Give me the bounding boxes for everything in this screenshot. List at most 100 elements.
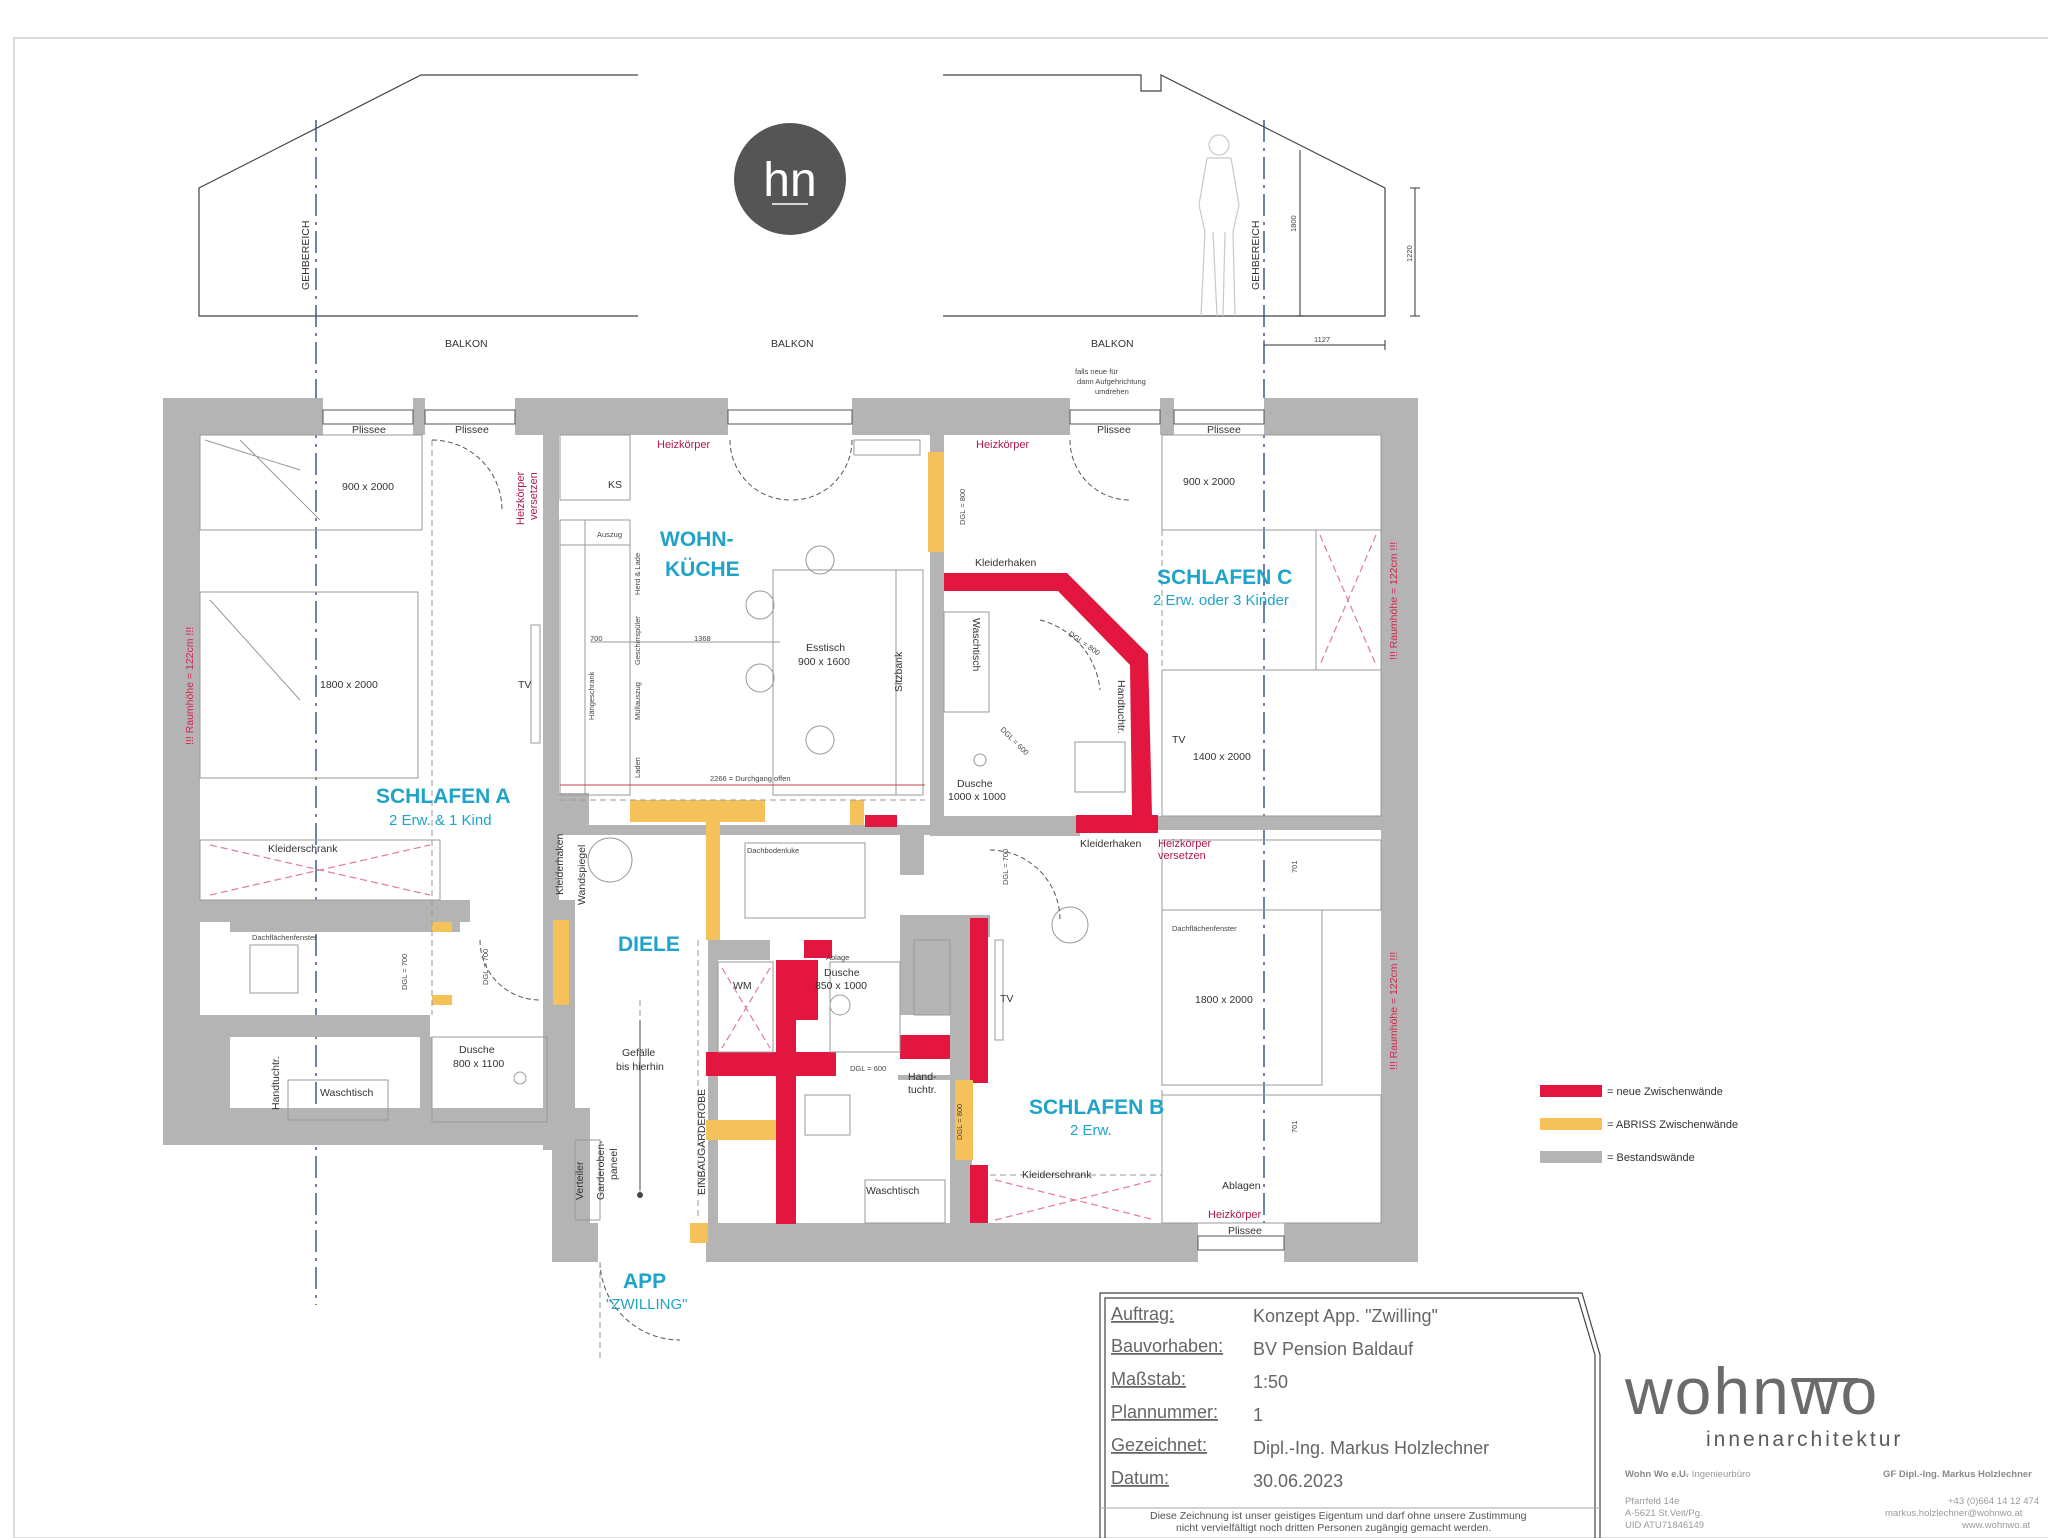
plissee-label-4: Plissee: [1207, 424, 1241, 436]
note-aufgehrichtung-3: umdrehen: [1095, 387, 1129, 396]
dgl-600-b: DGL = 600: [850, 1064, 886, 1073]
heizkoerper-versetzen-b-2: versetzen: [1158, 850, 1206, 862]
legend-label-new: = neue Zwischenwände: [1607, 1086, 1723, 1098]
plissee-label-1: Plissee: [352, 424, 386, 436]
kleiderhaken-label-b: Kleiderhaken: [1080, 838, 1141, 850]
raumhoehe-note-a: !!! Raumhöhe = 122cm !!!: [184, 627, 196, 745]
gezeichnet-value: Dipl.-Ing. Markus Holzlechner: [1253, 1438, 1489, 1458]
raumhoehe-note-c: !!! Raumhöhe = 122cm !!!: [1388, 542, 1400, 660]
room-sub-schlafen-b: 2 Erw.: [1070, 1122, 1112, 1139]
dgl-800-b: DGL = 800: [955, 1104, 964, 1140]
company-address-1: Pfarrfeld 14e: [1625, 1496, 1679, 1507]
dusche-size-a: 800 x 1100: [453, 1058, 504, 1070]
section-dimension-lines: [1263, 150, 1420, 350]
dachflaechenfenster-label-b: Dachflächenfenster: [1172, 924, 1237, 933]
handtuchtr-label-a: Handtuchtr.: [270, 1056, 282, 1110]
auszug-label: Auszug: [597, 530, 622, 539]
heizkoerper-versetzen-a-2: versetzen: [528, 472, 540, 520]
garderoben-label-1: Garderoben-: [595, 1140, 607, 1200]
dusche-size-c: 1000 x 1000: [948, 791, 1006, 803]
plissee-label-2: Plissee: [455, 424, 489, 436]
esstisch-label: Esstisch: [806, 642, 845, 654]
room-title-schlafen-a: SCHLAFEN A: [376, 785, 511, 808]
company-name: Wohn Wo e.U.: [1625, 1469, 1689, 1480]
tv-label-b: TV: [1000, 993, 1013, 1005]
roof-section: 1800 1220 1127 GEHBEREICH GEHBEREICH BAL…: [198, 74, 1420, 396]
bed-size-900-c: 900 x 2000: [1183, 476, 1235, 488]
room-sub-schlafen-a: 2 Erw. & 1 Kind: [389, 812, 492, 829]
plan-labels: Plissee Plissee Plissee Plissee Plissee …: [184, 424, 1400, 1313]
heizkoerper-label-3: Heizkörper: [1208, 1209, 1262, 1221]
dusche-label-a: Dusche: [459, 1044, 495, 1056]
legend-swatch-bestand: [1540, 1151, 1602, 1163]
waschtisch-label-b: Waschtisch: [866, 1185, 919, 1197]
gezeichnet-label: Gezeichnet:: [1111, 1435, 1207, 1455]
dgl-800-c1: DGL = 800: [958, 489, 967, 525]
company-email: markus.holzlechner@wohnwo.at: [1885, 1508, 2023, 1519]
room-sub-schlafen-c: 2 Erw. oder 3 Kinder: [1153, 592, 1289, 609]
massstab-label: Maßstab:: [1111, 1369, 1186, 1389]
title-block: Auftrag: Konzept App. "Zwilling" Bauvorh…: [1099, 1292, 1601, 1538]
legend-swatch-new: [1540, 1085, 1602, 1097]
bed-size-1800-b: 1800 x 2000: [1195, 994, 1253, 1006]
hn-logo: hn: [734, 123, 846, 235]
company-logo-word: wohnwo: [1624, 1354, 1879, 1428]
room-sub-app: "ZWILLING": [606, 1296, 688, 1313]
handtuchtr-label-c: Handtuchtr.: [1115, 680, 1127, 734]
dim-701-1: 701: [1290, 860, 1299, 873]
kleiderhaken-label-c: Kleiderhaken: [975, 557, 1036, 569]
tv-label-c: TV: [1172, 734, 1185, 746]
note-aufgehrichtung-2: dann Aufgehrichtung: [1077, 377, 1146, 386]
furniture: [199, 434, 1382, 1360]
company-type: - Ingenieurbüro: [1686, 1469, 1750, 1480]
dim-1127: 1127: [1314, 335, 1330, 344]
legend: = neue Zwischenwände = ABRISS Zwischenwä…: [1540, 1085, 1738, 1164]
waschtisch-label-a: Waschtisch: [320, 1087, 373, 1099]
company-logo: wohnwo innenarchitektur: [1624, 1354, 1903, 1451]
dim-700: 700: [590, 634, 603, 643]
legend-swatch-abriss: [1540, 1118, 1602, 1130]
dgl-800-c2: DGL = 800: [1067, 629, 1102, 657]
bed-size-900-a: 900 x 2000: [342, 481, 394, 493]
room-title-schlafen-c: SCHLAFEN C: [1157, 566, 1292, 589]
company-details: Wohn Wo e.U. - Ingenieurbüro GF Dipl.-In…: [1625, 1469, 2039, 1531]
gehbereich-left: GEHBEREICH: [300, 221, 312, 290]
person-silhouette-icon: [1198, 134, 1240, 317]
gefaelle-label-1: Gefälle: [622, 1047, 655, 1059]
kleiderschrank-label-a: Kleiderschrank: [268, 843, 338, 855]
dusche-label-b: Dusche: [824, 967, 860, 979]
company-address-2: A-5621 St.Veit/Pg.: [1625, 1508, 1703, 1519]
company-logo-sub: innenarchitektur: [1706, 1428, 1903, 1451]
room-title-app: APP: [623, 1270, 666, 1293]
room-title-schlafen-b: SCHLAFEN B: [1029, 1096, 1164, 1119]
tuchtr-label: tuchtr.: [908, 1084, 937, 1096]
ablagen-label: Ablagen: [1222, 1180, 1261, 1192]
bauvorhaben-value: BV Pension Baldauf: [1253, 1339, 1414, 1359]
balkon-label-3: BALKON: [1091, 338, 1134, 350]
bed-size-1800-a: 1800 x 2000: [320, 679, 378, 691]
heizkoerper-versetzen-a-1: Heizkörper: [515, 471, 527, 525]
heizkoerper-versetzen-b-1: Heizkörper: [1158, 838, 1212, 850]
company-web: www.wohnwo.at: [1961, 1520, 2030, 1531]
sheet-frame: [13, 37, 2048, 1538]
haengeschrank-label: Hängeschrank: [587, 671, 596, 720]
waschtisch-label-c: Waschtisch: [970, 618, 982, 671]
demolition-walls: [432, 452, 973, 1243]
dgl-700-a2: DGL = 700: [481, 949, 490, 985]
disclaimer-line-2: nicht vervielfältigt noch dritten Person…: [1176, 1522, 1491, 1534]
plissee-label-3: Plissee: [1097, 424, 1131, 436]
dgl-600-c: DGL = 600: [999, 725, 1031, 757]
room-title-wohnkueche-1: WOHN-: [660, 528, 733, 551]
dim-1368: 1368: [694, 634, 711, 643]
auftrag-label: Auftrag:: [1111, 1304, 1174, 1324]
kleiderschrank-label-b: Kleiderschrank: [1022, 1169, 1092, 1181]
dachbodenluke-label: Dachbodenluke: [747, 846, 799, 855]
ks-label: KS: [608, 479, 622, 491]
wandspiegel-label: Wandspiegel: [576, 845, 588, 905]
legend-label-bestand: = Bestandswände: [1607, 1152, 1695, 1164]
svg-text:hn: hn: [763, 154, 816, 207]
heizkoerper-label-2: Heizkörper: [976, 439, 1030, 451]
gefaelle-label-2: bis hierhin: [616, 1061, 664, 1073]
bed-size-1400-c: 1400 x 2000: [1193, 751, 1251, 763]
